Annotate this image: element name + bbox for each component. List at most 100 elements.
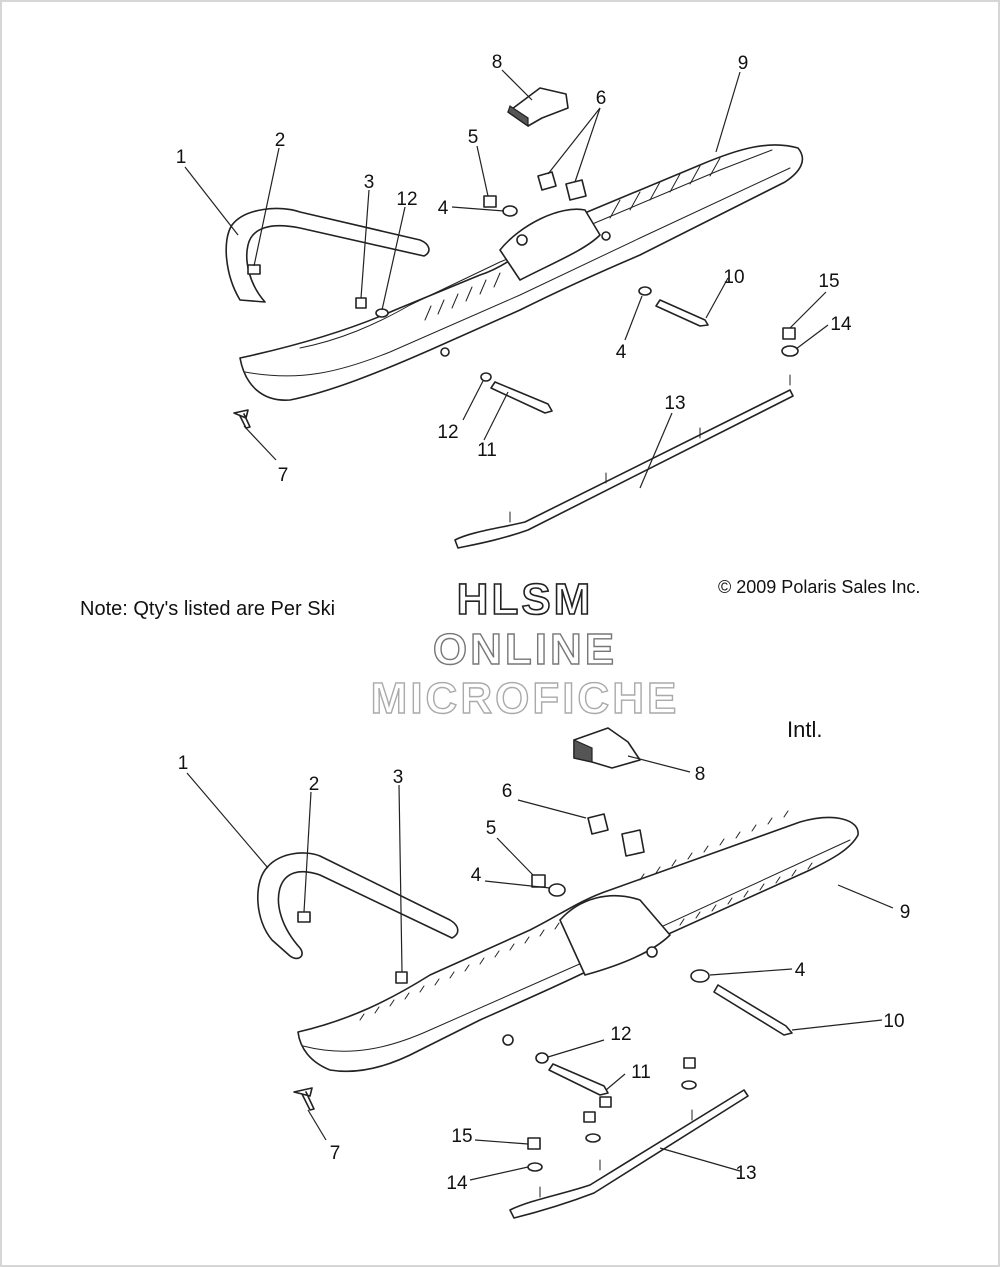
upper-washer-14 [781,345,799,357]
lower-ski-studs [639,810,789,881]
lower-callout: 12 [610,1024,631,1045]
lower-nut-5 [531,874,546,888]
lower-insert-2 [297,911,311,923]
lower-ski-mount-hole [646,946,658,958]
watermark-line: ONLINE [432,624,618,674]
upper-callout: 7 [278,465,289,486]
quantity-note: Note: Qty's listed are Per Ski [80,598,336,620]
watermark-line: MICROFICHE [370,673,680,723]
upper-ski-mount-hole [601,231,611,241]
upper-ski-rail [244,167,791,377]
lower-callouts: 1 2 3 6 8 5 4 9 4 10 12 11 15 14 13 7 [178,753,911,1194]
lower-callout: 4 [795,960,806,981]
upper-ski-handle [225,207,430,303]
upper-nut-15 [782,327,796,340]
upper-callout: 13 [664,393,685,414]
upper-callouts: 1 2 3 12 5 4 8 6 9 10 15 14 4 12 11 13 7 [176,52,852,486]
upper-ski-rib [424,272,501,321]
lower-washer-14 [585,1133,601,1143]
upper-leader-lines [184,69,829,489]
lower-bolt-10 [713,984,793,1036]
lower-callout: 13 [735,1163,756,1184]
lower-callout: 5 [486,818,497,839]
upper-callout: 2 [275,130,286,151]
upper-wear-bar-studs [509,374,791,523]
upper-block-8-face [507,105,529,128]
upper-bolt-7 [233,409,251,429]
upper-callout: 10 [723,267,744,288]
lower-block-8-face [573,739,593,763]
upper-callout: 3 [364,172,375,193]
upper-nut-5 [483,195,497,208]
upper-bolt-11 [490,381,553,414]
lower-ski-studs [679,862,813,926]
lower-ski-studs [359,922,560,1021]
upper-callout: 5 [468,127,479,148]
lower-callout: 9 [900,902,911,923]
lower-washer-4 [548,883,566,897]
copyright-notice: © 2009 Polaris Sales Inc. [718,577,921,597]
upper-block-8 [507,87,569,127]
lower-washer-12 [535,1052,549,1064]
upper-callout: 4 [616,342,627,363]
upper-callout: 1 [176,147,187,168]
lower-callout: 2 [309,774,320,795]
lower-washer-14 [681,1080,697,1090]
upper-ski-mount [499,208,601,281]
lower-nut-3 [395,971,408,984]
lower-bolt-7 [293,1087,315,1111]
upper-ski-mount-hole [516,234,528,246]
upper-callout: 11 [477,440,497,461]
upper-callout: 15 [818,271,839,292]
lower-ski-rail [302,839,851,1052]
lower-wear-bar-13 [509,1089,749,1219]
upper-callout: 14 [830,314,852,335]
lower-callout: 6 [502,781,513,802]
lower-wear-bar-studs [539,1109,693,1198]
upper-callout: 12 [437,422,458,443]
lower-ski-mount [559,894,671,976]
upper-insert-2 [247,264,261,275]
upper-bolt-10 [655,299,709,327]
lower-callout: 10 [883,1011,904,1032]
upper-callout: 4 [438,198,449,219]
lower-callout: 4 [471,865,482,886]
lower-bushing-6 [621,829,645,857]
lower-nut-15 [583,1111,596,1123]
lower-washer-4b [690,969,710,983]
upper-washer-4b [638,286,652,296]
upper-callout: 6 [596,88,607,109]
lower-callout: 11 [631,1062,651,1083]
upper-washer-4 [502,205,518,217]
upper-washer-12b [480,372,492,382]
lower-callout: 14 [446,1173,468,1194]
upper-callout: 12 [396,189,417,210]
lower-ski-assembly [256,727,859,1219]
upper-bushing-6 [537,171,557,191]
lower-callout: 3 [393,767,404,788]
upper-callout: 8 [492,52,503,73]
lower-leader-lines [186,755,894,1181]
lower-nut-15 [683,1057,696,1069]
lower-callout: 8 [695,764,706,785]
upper-callout: 9 [738,53,749,74]
lower-nut-15 [599,1096,612,1108]
lower-nut-15 [527,1137,541,1150]
upper-washer-12 [375,308,389,318]
upper-ski-assembly [225,87,804,549]
upper-bushing-6 [565,179,587,201]
lower-ski-bolt-hole [502,1034,514,1046]
variant-label: Intl. [787,717,823,742]
upper-ski-rib [609,157,721,219]
lower-washer-14 [527,1162,543,1172]
lower-callout: 15 [451,1126,472,1147]
upper-wear-bar-13 [454,389,794,549]
upper-ski-bolt-hole [440,347,450,357]
lower-ski-handle [256,852,459,960]
lower-bolt-11 [548,1063,609,1096]
upper-nut-3 [355,297,367,309]
watermark-line: HLSM [456,574,594,625]
lower-bushing-6 [587,813,609,835]
lower-callout: 1 [178,753,189,774]
